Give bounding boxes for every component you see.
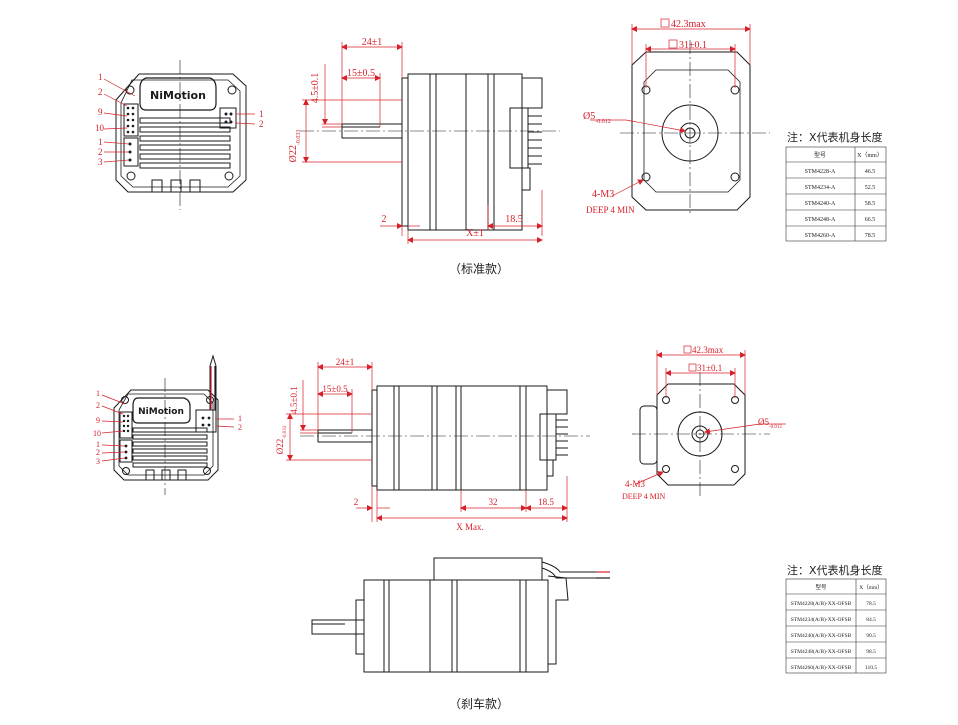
pin-label: 3 — [96, 457, 100, 466]
standard-logo: NiMotion — [150, 89, 206, 102]
dim-2: 2 — [354, 497, 359, 507]
table-cell: STM4240-A — [805, 201, 836, 207]
brake-length-table: 注：X代表机身长度 型号 X（mm） STM4228(A/B)-XX-OFSB … — [785, 563, 887, 674]
dim-pitch: 31±0.1 — [697, 363, 722, 373]
table-cell: 78.5 — [866, 601, 876, 607]
dim-15: 15±0.5 — [322, 384, 348, 394]
table-cell: 84.5 — [866, 617, 876, 623]
table-cell: 66.5 — [865, 217, 876, 223]
pin-label: 2 — [98, 87, 103, 97]
table-cell: 90.5 — [866, 633, 876, 639]
pin-label: 2 — [96, 448, 100, 457]
dim-square-max: 42.3max — [671, 19, 706, 30]
pin-label: 1 — [96, 440, 100, 449]
dim-32: 32 — [489, 497, 498, 507]
brake-front-view — [632, 372, 770, 498]
standard-side-view — [300, 73, 560, 231]
dim-15: 15±0.5 — [347, 68, 375, 79]
table-cell: STM4234(A/B)-XX-OFSB — [791, 616, 852, 623]
pin-label: 10 — [93, 429, 101, 438]
dim-shaft: Ø22-0.033 — [288, 130, 302, 163]
dim-shaft: Ø22-0.033 — [275, 425, 288, 454]
brake-side-dim-texts: 24±1 15±0.5 4.5±0.1 Ø22-0.033 2 32 18.5 … — [275, 357, 554, 532]
standard-front-dim-lines — [590, 24, 751, 197]
brake-bottom-wires — [596, 571, 610, 579]
table-cell: STM4240(A/B)-XX-OFSB — [791, 632, 852, 639]
table-cell: STM4228(A/B)-XX-OFSB — [791, 600, 852, 607]
table-header: 型号 — [814, 151, 826, 159]
standard-pin-leaders — [103, 78, 256, 163]
dim-x: X±1 — [466, 228, 484, 239]
dim-holes: 4-M3 — [592, 189, 614, 200]
standard-back-view — [115, 60, 247, 210]
dim-pitch: 31±0.1 — [679, 40, 707, 51]
brake-connector-pins — [122, 414, 211, 460]
standard-pin-labels: 1 2 9 10 1 2 3 1 2 — [95, 72, 264, 167]
pin-label: 9 — [96, 416, 100, 425]
table-cell: STM4234-A — [805, 185, 836, 191]
dim-depth: DEEP 4 MIN — [622, 492, 665, 501]
brake-front-dim-lines — [635, 350, 786, 485]
dim-x-max: X Max. — [456, 522, 484, 532]
brake-pin-leaders — [101, 394, 235, 462]
standard-caption: （标准款） — [449, 262, 509, 276]
table-note: 注：X代表机身长度 — [787, 563, 883, 577]
standard-front-dim-texts: 42.3max 31±0.1 Ø5-0.012 4-M3 DEEP 4 MIN — [583, 18, 707, 215]
standard-length-table: 注：X代表机身长度 型号 X（mm） STM4228-A 46.5 STM423… — [785, 130, 887, 242]
brake-front-dim-texts: 42.3max 31±0.1 Ø5-0.012 4-M3 DEEP 4 MIN — [622, 345, 782, 501]
dim-18-5: 18.5 — [538, 497, 554, 507]
table-cell: 78.5 — [865, 233, 876, 239]
pin-label: 1 — [98, 72, 103, 82]
pin-label: 2 — [98, 147, 103, 157]
table-cell: STM4260(A/B)-XX-OFSB — [791, 664, 852, 671]
pin-label: 2 — [259, 119, 264, 129]
standard-connector-pins — [126, 106, 233, 162]
dim-depth: DEEP 4 MIN — [586, 205, 635, 215]
table-cell: STM4260-A — [805, 233, 836, 239]
brake-side-view — [300, 385, 590, 491]
pin-label: 1 — [98, 137, 103, 147]
table-cell: 46.5 — [865, 169, 876, 175]
dim-square-max: 42.3max — [692, 345, 724, 355]
dim-24: 24±1 — [362, 37, 383, 48]
dim-holes: 4-M3 — [625, 479, 645, 489]
brake-logo: NiMotion — [138, 407, 184, 417]
brake-side-dim-lines — [286, 362, 568, 522]
pin-label: 9 — [98, 107, 103, 117]
dim-24: 24±1 — [336, 357, 354, 367]
dim-4-5: 4.5±0.1 — [310, 73, 321, 104]
table-cell: 52.5 — [865, 185, 876, 191]
table-cell: 58.5 — [865, 201, 876, 207]
pin-label: 2 — [238, 423, 242, 432]
brake-bottom-side-view — [311, 557, 610, 673]
table-cell: STM4248(A/B)-XX-OFSB — [791, 648, 852, 655]
table-note: 注：X代表机身长度 — [787, 130, 883, 144]
table-header: X（mm） — [859, 584, 883, 591]
standard-front-view — [620, 40, 770, 215]
table-cell: 110.5 — [865, 665, 877, 671]
dim-bore: Ø5-0.012 — [583, 111, 611, 125]
table-header: X（mm） — [857, 152, 883, 159]
brake-pin-labels: 1 2 9 10 1 2 3 1 2 — [93, 389, 242, 466]
table-cell: STM4228-A — [805, 169, 836, 175]
dim-bore: Ø5-0.012 — [758, 417, 782, 430]
pin-label: 3 — [98, 157, 103, 167]
pin-label: 10 — [95, 123, 105, 133]
dim-2: 2 — [382, 214, 387, 225]
standard-side-dim-lines — [302, 42, 543, 244]
pin-label: 2 — [96, 401, 100, 410]
pin-label: 1 — [238, 414, 242, 423]
dim-4-5: 4.5±0.1 — [289, 386, 299, 413]
standard-side-dim-texts: 24±1 15±0.5 4.5±0.1 Ø22-0.033 2 18.5 X±1 — [288, 37, 523, 239]
brake-caption: （刹车款） — [449, 696, 509, 711]
pin-label: 1 — [96, 389, 100, 398]
table-cell: 98.5 — [866, 649, 876, 655]
table-cell: STM4248-A — [805, 217, 836, 223]
table-header: 型号 — [815, 583, 827, 591]
brake-cable-wires — [210, 366, 216, 410]
pin-label: 1 — [259, 109, 264, 119]
dim-18-5: 18.5 — [505, 214, 523, 225]
